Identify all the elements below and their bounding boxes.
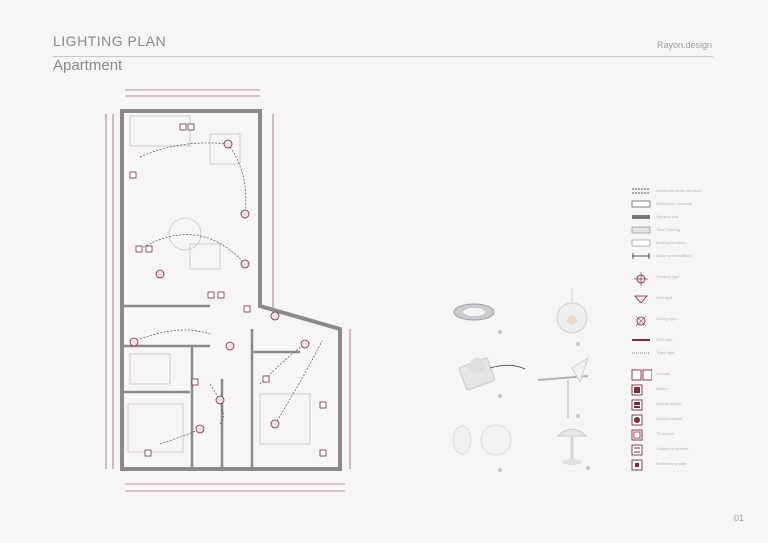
light-fixtures	[129, 139, 310, 434]
fixture-markers	[498, 330, 590, 472]
furniture	[127, 115, 311, 453]
glass-globe-fixture	[452, 424, 512, 456]
existing-furniture-icon	[631, 239, 651, 247]
downlight-fixture	[453, 303, 495, 321]
legend-item: Reinforced concrete	[630, 199, 740, 212]
legend-item: Ceiling light	[630, 314, 740, 335]
legend-item: Sockets	[630, 369, 740, 384]
fixture-illustrations	[452, 288, 590, 472]
legend-item: Track light	[630, 348, 740, 361]
dimension-lines	[105, 89, 351, 492]
double-switch-icon	[631, 399, 643, 411]
tv-socket-icon	[631, 429, 643, 441]
inner-walls	[122, 304, 300, 469]
socket-icon	[631, 369, 652, 381]
legend-item: TV socket	[630, 429, 740, 444]
spot-fixture	[458, 357, 526, 391]
legend-item: Horizontal beam structure	[630, 186, 740, 199]
header-divider	[53, 56, 713, 57]
horizontal-beam-icon	[632, 188, 650, 194]
gypsum-wall-icon	[632, 215, 650, 219]
legend-item: Switch	[630, 384, 740, 399]
ceiling-light-icon	[635, 315, 647, 327]
wall-light-icon	[634, 295, 648, 304]
legend-item: Wall light	[630, 293, 740, 314]
legend-item: Socket for internet	[630, 444, 740, 459]
wiring	[139, 142, 323, 445]
legend-item: Socket for phone	[630, 459, 740, 474]
legend-item: LED strip	[630, 335, 740, 348]
switch-icon	[631, 384, 643, 396]
legend-item: Existing furniture	[630, 238, 740, 251]
brand-name: Rayon.design	[656, 40, 712, 50]
track-light-icon	[632, 352, 650, 354]
page-subtitle: Apartment	[53, 57, 123, 74]
legend: Horizontal beam structure Reinforced con…	[630, 186, 740, 474]
legend-item: Pendant light	[630, 272, 740, 293]
dimmer-switch-icon	[631, 414, 643, 426]
outer-walls	[120, 109, 342, 471]
mushroom-lamp-fixture	[556, 428, 588, 465]
legend-item: Gypsum wall	[630, 212, 740, 225]
internet-socket-icon	[631, 444, 643, 456]
page-number: 01	[733, 513, 744, 523]
glass-pendant-fixture	[556, 288, 588, 334]
led-strip-icon	[632, 339, 650, 341]
wall-lamp-fixture	[537, 356, 589, 418]
legend-item: Dimmer switch	[630, 414, 740, 429]
pendant-light-icon	[634, 272, 648, 286]
page-title: LIGHTING PLAN	[53, 33, 167, 49]
legend-item: Tiles Flooring	[630, 225, 740, 238]
legend-item: Walls for demolition	[630, 251, 740, 264]
tiles-flooring-icon	[631, 226, 651, 234]
demolition-wall-icon	[632, 253, 650, 259]
reinforced-concrete-icon	[631, 200, 651, 208]
floor-plan	[105, 89, 351, 492]
legend-item: Double switch	[630, 399, 740, 414]
phone-socket-icon	[631, 459, 643, 471]
switches	[129, 123, 327, 457]
